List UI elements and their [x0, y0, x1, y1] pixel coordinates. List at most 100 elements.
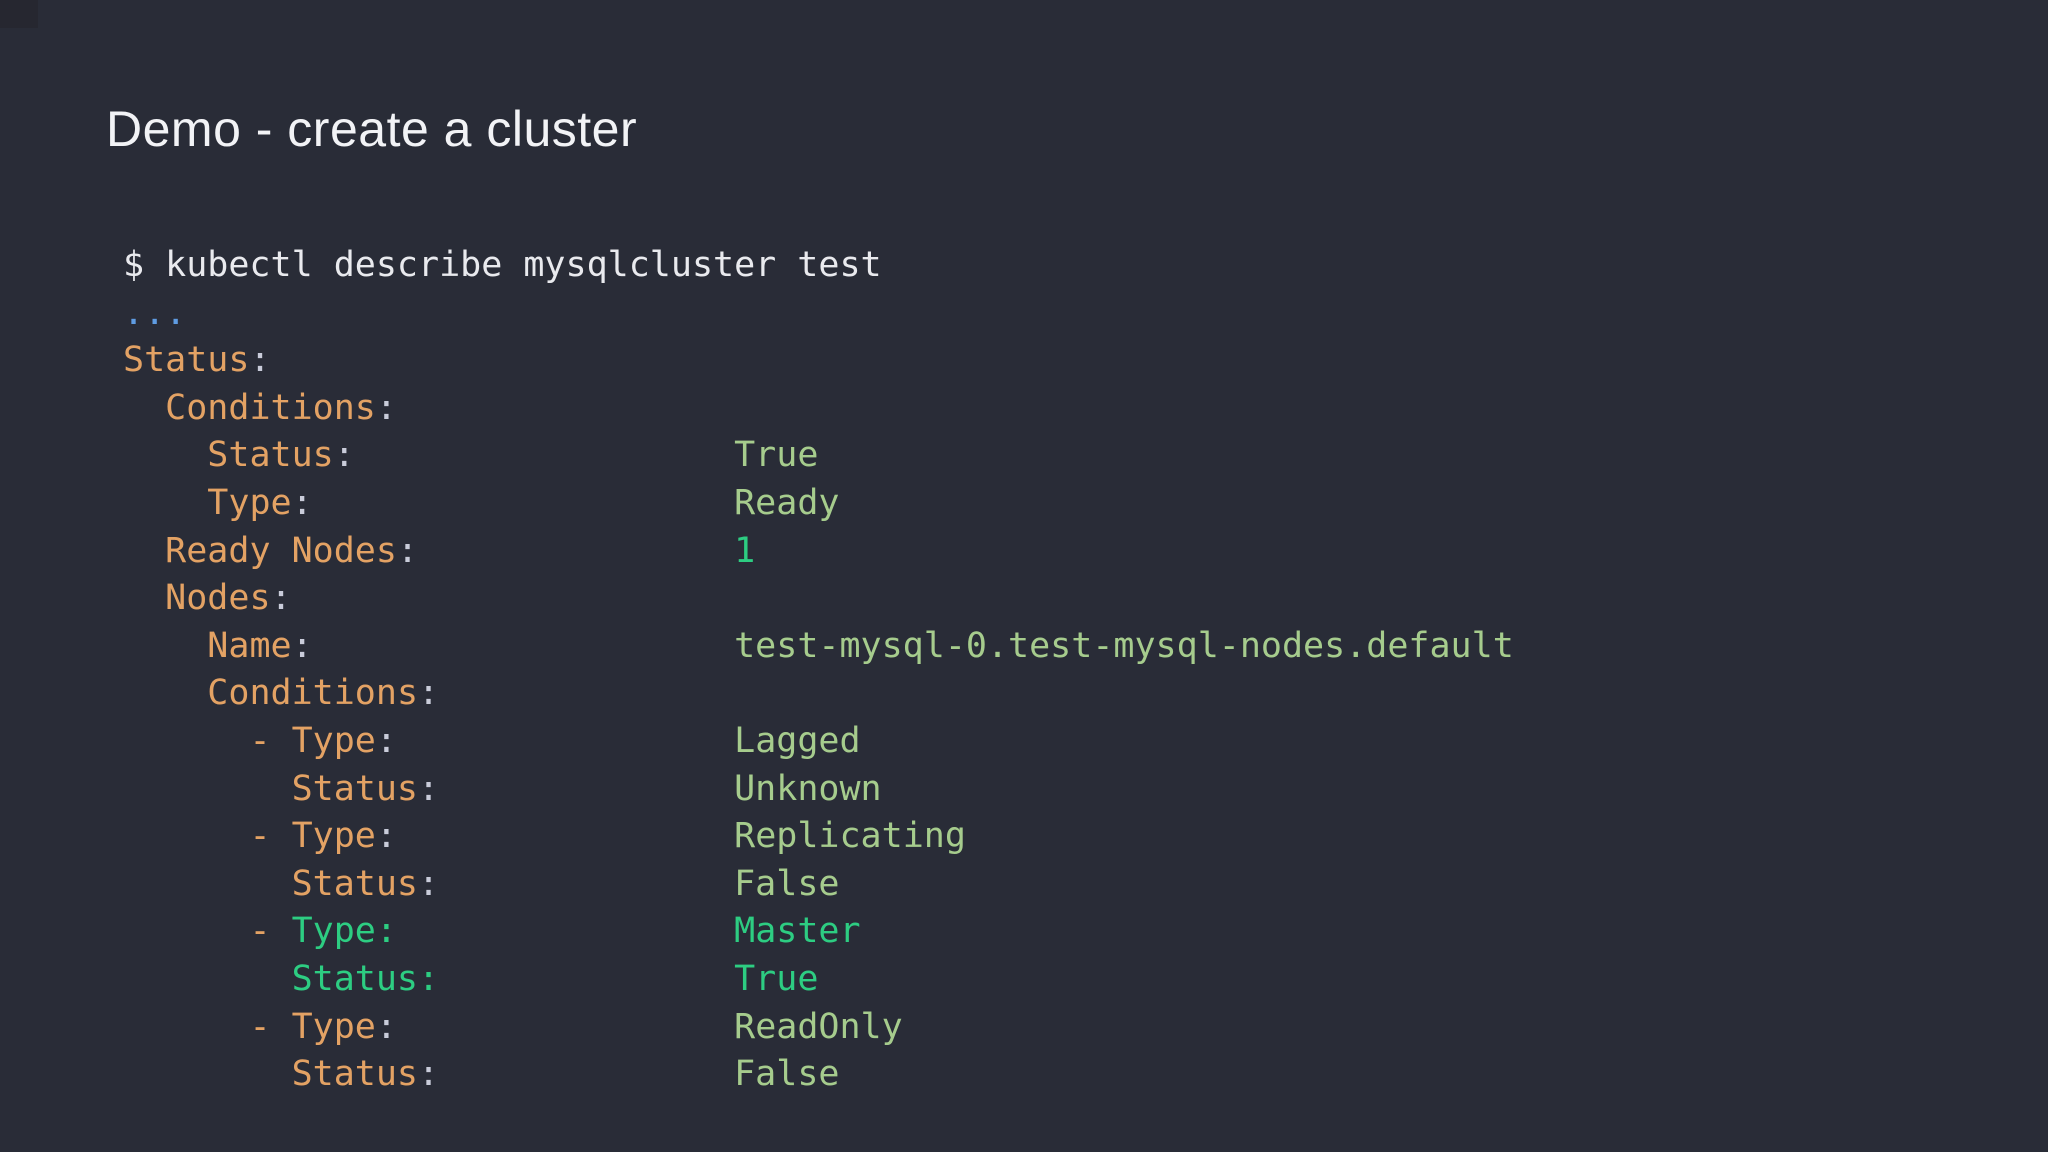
terminal-segment-command — [397, 911, 734, 951]
terminal-output: $ kubectl describe mysqlcluster test...S… — [123, 242, 1514, 1099]
terminal-line: Ready Nodes: 1 — [123, 528, 1514, 576]
terminal-segment-punct: : — [418, 768, 440, 809]
terminal-line: Status: False — [123, 861, 1514, 909]
terminal-line: Nodes: — [123, 575, 1514, 623]
terminal-segment-value: ReadOnly — [734, 1006, 903, 1047]
terminal-segment-value: Unknown — [734, 768, 882, 809]
terminal-segment-value: False — [734, 863, 840, 904]
terminal-segment-value: False — [734, 1054, 840, 1095]
terminal-segment-command — [313, 626, 734, 666]
terminal-segment-value: Replicating — [734, 816, 966, 857]
terminal-segment-command — [355, 435, 734, 475]
terminal-segment-command — [123, 959, 292, 999]
terminal-segment-command — [397, 1007, 734, 1047]
terminal-line: $ kubectl describe mysqlcluster test — [123, 242, 1514, 290]
terminal-segment-punct: : — [418, 863, 440, 904]
terminal-segment-command — [123, 531, 165, 571]
terminal-segment-command — [123, 816, 249, 856]
terminal-segment-key: Type — [207, 482, 292, 523]
terminal-segment-punct: : — [333, 435, 355, 476]
terminal-segment-command — [271, 721, 292, 761]
terminal-line: - Type: Master — [123, 908, 1514, 956]
terminal-segment-value: test-mysql-0.test-mysql-nodes.default — [734, 625, 1514, 666]
terminal-segment-command — [397, 816, 734, 856]
terminal-segment-key: Status — [291, 1054, 419, 1095]
terminal-segment-command — [123, 864, 292, 904]
terminal-line: - Type: Replicating — [123, 813, 1514, 861]
terminal-line: - Type: Lagged — [123, 718, 1514, 766]
terminal-segment-command — [123, 1007, 249, 1047]
terminal-segment-command — [397, 721, 734, 761]
terminal-segment-key: Status — [207, 435, 334, 476]
terminal-line: Name: test-mysql-0.test-mysql-nodes.defa… — [123, 623, 1514, 671]
terminal-segment-value: Lagged — [734, 720, 861, 761]
terminal-segment-command — [123, 388, 165, 428]
terminal-segment-key: Conditions — [165, 387, 376, 428]
terminal-segment-key: Status — [123, 340, 250, 381]
terminal-segment-command — [123, 483, 207, 523]
terminal-segment-punct: : — [396, 530, 419, 571]
terminal-line: - Type: ReadOnly — [123, 1004, 1514, 1052]
terminal-segment-highlight: 1 — [734, 530, 756, 571]
terminal-segment-command — [123, 1054, 292, 1094]
terminal-segment-punct: : — [418, 1054, 440, 1095]
terminal-segment-command — [439, 1054, 734, 1094]
terminal-segment-command — [439, 959, 734, 999]
terminal-segment-command — [271, 816, 292, 856]
terminal-segment-command — [123, 721, 249, 761]
terminal-segment-command — [123, 673, 207, 713]
terminal-segment-command — [123, 769, 292, 809]
terminal-segment-punct: : — [375, 1006, 397, 1047]
terminal-segment-command — [123, 578, 165, 618]
terminal-segment-highlight: : — [418, 958, 440, 999]
terminal-segment-key: - — [249, 816, 271, 857]
terminal-segment-highlight: Status — [291, 958, 419, 999]
terminal-segment-punct: : — [375, 387, 397, 428]
terminal-segment-command — [123, 435, 207, 475]
terminal-segment-command — [439, 769, 734, 809]
terminal-segment-punct: : — [249, 340, 271, 381]
terminal-line: Conditions: — [123, 385, 1514, 433]
slide-title: Demo - create a cluster — [106, 100, 638, 157]
terminal-line: Status: — [123, 337, 1514, 385]
terminal-line: Conditions: — [123, 670, 1514, 718]
terminal-segment-highlight: : — [375, 911, 397, 952]
terminal-segment-command: $ kubectl describe mysqlcluster test — [123, 245, 882, 285]
terminal-segment-key: Type — [291, 816, 376, 857]
terminal-line: Status: True — [123, 432, 1514, 480]
terminal-segment-command — [313, 483, 734, 523]
terminal-segment-command — [123, 626, 207, 666]
terminal-segment-key: - — [249, 911, 271, 952]
terminal-segment-key: Nodes — [165, 578, 271, 619]
corner-shade — [0, 0, 38, 28]
terminal-segment-punct: : — [375, 816, 397, 857]
terminal-segment-key: - — [249, 720, 271, 761]
terminal-segment-value: True — [734, 435, 819, 476]
terminal-segment-command — [271, 1007, 292, 1047]
terminal-segment-punct: : — [375, 720, 397, 761]
terminal-segment-command — [439, 864, 734, 904]
terminal-segment-key: Status — [291, 863, 419, 904]
terminal-line: Type: Ready — [123, 480, 1514, 528]
terminal-segment-command — [271, 911, 292, 951]
terminal-segment-punct: : — [291, 625, 313, 666]
terminal-line: Status: Unknown — [123, 766, 1514, 814]
terminal-segment-key: Ready Nodes — [165, 530, 397, 571]
terminal-segment-punct: : — [418, 673, 440, 714]
terminal-segment-highlight: True — [734, 958, 819, 999]
terminal-segment-key: Type — [291, 1006, 376, 1047]
terminal-segment-command — [418, 531, 734, 571]
terminal-line: ... — [123, 290, 1514, 338]
terminal-segment-key: Status — [291, 768, 419, 809]
terminal-segment-command — [123, 911, 249, 951]
terminal-segment-key: Type — [291, 720, 376, 761]
terminal-segment-highlight: Type — [291, 911, 376, 952]
terminal-segment-key: Name — [207, 625, 292, 666]
terminal-segment-key: - — [249, 1006, 271, 1047]
terminal-line: Status: False — [123, 1051, 1514, 1099]
terminal-segment-ellipsis: ... — [123, 292, 187, 333]
terminal-segment-punct: : — [291, 482, 313, 523]
terminal-segment-key: Conditions — [207, 673, 419, 714]
terminal-segment-value: Ready — [734, 482, 840, 523]
